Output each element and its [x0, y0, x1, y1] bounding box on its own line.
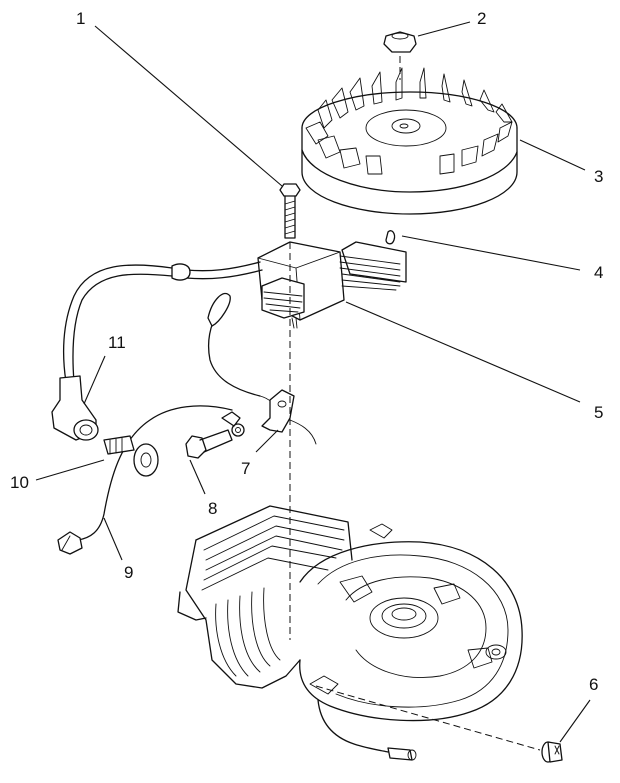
callout-labels: 1 2 3 4 5 6 7 8 9 10 11 [10, 9, 603, 694]
spark-plug-lead [51, 261, 263, 441]
ignition-module [257, 241, 407, 329]
callout-8: 8 [208, 499, 217, 518]
engine-block [177, 505, 523, 761]
callout-5: 5 [594, 403, 603, 422]
callout-2: 2 [477, 9, 486, 28]
callout-6: 6 [589, 675, 598, 694]
ground-bracket [261, 389, 317, 445]
flywheel [301, 67, 518, 215]
callout-7: 7 [241, 459, 250, 478]
callout-9: 9 [124, 563, 133, 582]
terminal-screw [185, 411, 245, 459]
mounting-bolt [279, 183, 301, 239]
stop-switch [103, 435, 159, 477]
callout-4: 4 [594, 263, 603, 282]
flywheel-key [385, 230, 396, 245]
ground-wire [57, 292, 281, 555]
flywheel-nut [383, 31, 417, 80]
callout-10: 10 [10, 473, 29, 492]
callout-1: 1 [76, 9, 85, 28]
callout-3: 3 [594, 167, 603, 186]
assembly-centerlines [289, 242, 541, 751]
leader-lines [35, 21, 591, 743]
callout-11: 11 [108, 333, 126, 352]
housing-screw [541, 741, 563, 763]
